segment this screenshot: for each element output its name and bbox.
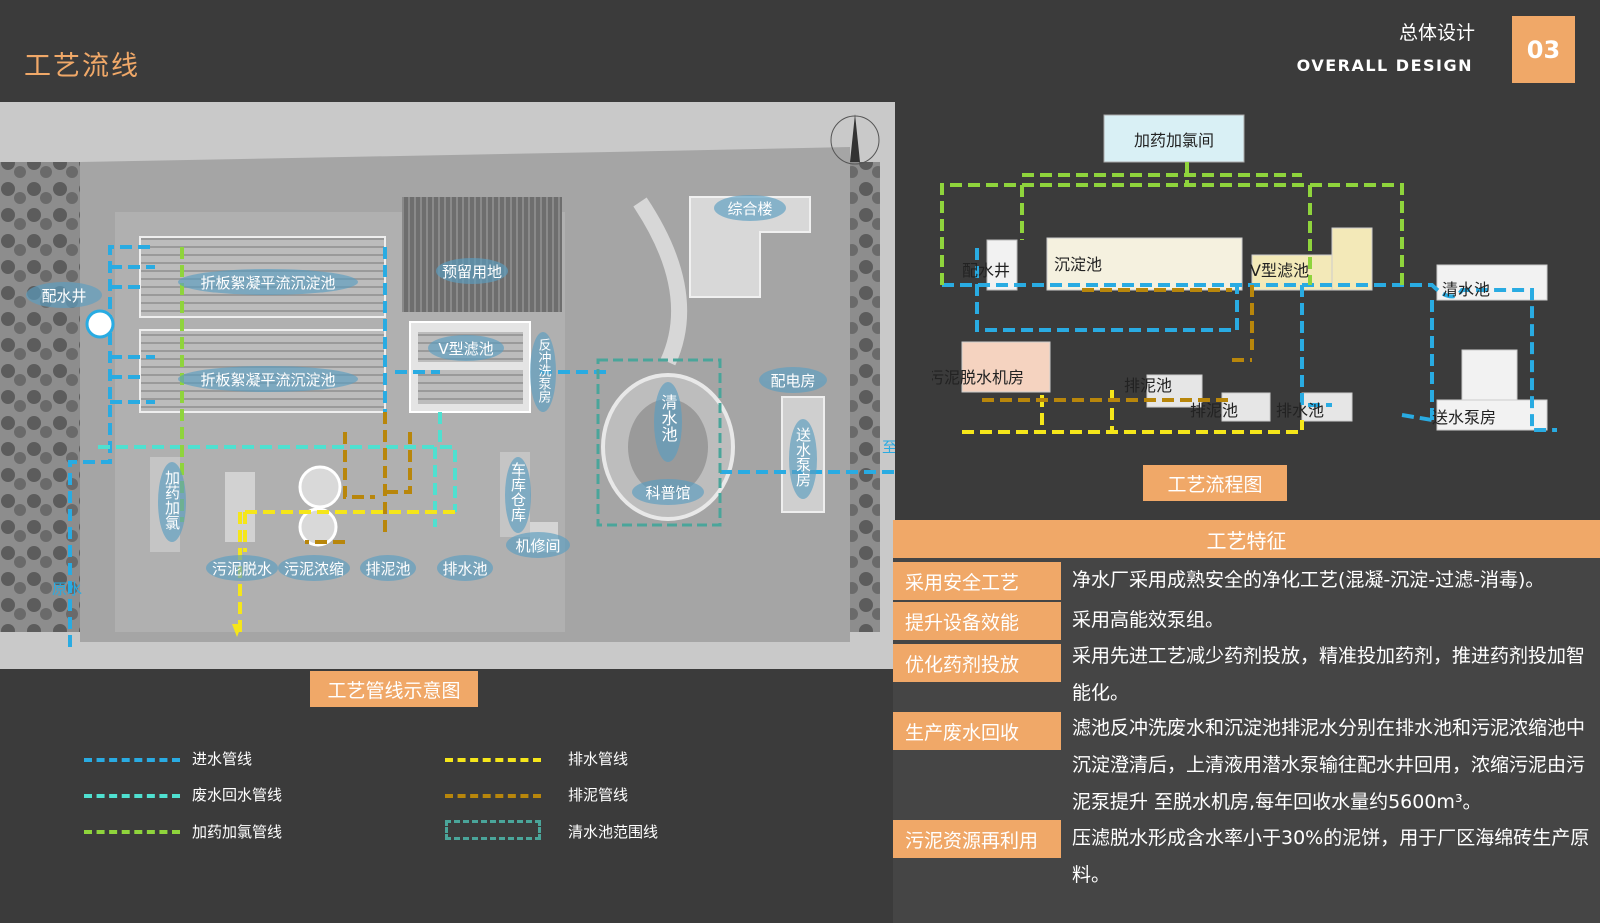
process-flow-diagram: 加药加氯间 配水井 沉淀池 V型滤池 清水池 污泥脱水机房 排泥池 排泥池 排水… bbox=[932, 114, 1557, 434]
flow-label-sludge-pool-1: 排泥池 bbox=[1124, 376, 1172, 395]
section-title-cn: 总体设计 bbox=[1398, 22, 1475, 44]
legend-sludge-line bbox=[445, 794, 541, 798]
legend-label-clear-pool: 清水池范围线 bbox=[568, 823, 659, 841]
label-distribution-well: 配水井 bbox=[41, 287, 86, 305]
label-reserved-land: 预留用地 bbox=[442, 263, 502, 281]
flow-label-delivery-pump-room: 送水泵房 bbox=[1432, 408, 1496, 427]
site-map-caption: 工艺管线示意图 bbox=[310, 671, 478, 707]
feature-text-equipment-efficiency: 采用高能效泵组。 bbox=[1072, 609, 1225, 631]
features-header: 工艺特征 bbox=[893, 520, 1600, 558]
label-sludge-thickening: 污泥浓缩 bbox=[284, 560, 344, 578]
feature-text-sludge-reuse: 压滤脱水形成含水率小于30%的泥饼，用于厂区海绵砖生产原料。 bbox=[1072, 827, 1590, 886]
label-settling-tank-1: 折板絮凝平流沉淀池 bbox=[200, 274, 335, 292]
flow-label-drain-pool: 排水池 bbox=[1276, 401, 1324, 420]
flow-label-v-filter: V型滤池 bbox=[1250, 261, 1309, 280]
legend-label-inlet: 进水管线 bbox=[192, 750, 253, 768]
feature-text-safe-process: 净水厂采用成熟安全的净化工艺(混凝-沉淀-过滤-消毒)。 bbox=[1072, 569, 1545, 591]
flow-label-distribution-well: 配水井 bbox=[962, 261, 1010, 280]
site-map: 配水井 折板絮凝平流沉淀池 折板絮凝平流沉淀池 预留用地 综合楼 V型滤池 反冲… bbox=[0, 102, 895, 669]
legend-chemical-line bbox=[84, 830, 180, 834]
label-raw-water: 原水 bbox=[52, 580, 82, 598]
legend-clear-pool-box bbox=[445, 820, 541, 840]
flow-label-chemical-room: 加药加氯间 bbox=[1134, 131, 1214, 150]
legend-inlet-line bbox=[84, 758, 180, 762]
flow-diagram-caption: 工艺流程图 bbox=[1143, 465, 1287, 501]
feature-label-dosing-optimization: 优化药剂投放 bbox=[893, 644, 1061, 682]
legend-label-wastewater: 废水回水管线 bbox=[192, 786, 283, 804]
label-garage-warehouse: 车库仓库 bbox=[509, 462, 527, 522]
label-drain-pool: 排水池 bbox=[442, 560, 487, 578]
section-title-en: OVERALL DESIGN bbox=[1296, 56, 1473, 75]
section-number-badge: 03 bbox=[1512, 16, 1575, 83]
legend-drain-line bbox=[445, 758, 541, 762]
legend-label-sludge: 排泥管线 bbox=[568, 786, 629, 804]
flow-label-sludge-pool-2: 排泥池 bbox=[1190, 401, 1238, 420]
feature-text-dosing-optimization: 采用先进工艺减少药剂投放，精准投加药剂，推进药剂投加智能化。 bbox=[1072, 645, 1586, 704]
label-repair-room: 机修间 bbox=[515, 537, 560, 555]
feature-label-equipment-efficiency: 提升设备效能 bbox=[893, 602, 1061, 640]
label-science-hall: 科普馆 bbox=[645, 484, 690, 502]
flow-label-settling-tank: 沉淀池 bbox=[1054, 255, 1102, 274]
label-v-filter: V型滤池 bbox=[438, 340, 493, 358]
label-to-municipal: 至市政管网 bbox=[882, 438, 895, 456]
legend-wastewater-line bbox=[84, 794, 180, 798]
label-office-building: 综合楼 bbox=[727, 200, 772, 218]
label-clear-water-pool: 清水池 bbox=[659, 394, 678, 442]
legend-label-chemical: 加药加氯管线 bbox=[192, 823, 283, 841]
label-sludge-dewatering: 污泥脱水 bbox=[212, 560, 272, 578]
feature-label-sludge-reuse: 污泥资源再利用 bbox=[893, 820, 1061, 858]
label-power-room: 配电房 bbox=[770, 372, 815, 390]
flow-label-sludge-dewatering-room: 污泥脱水机房 bbox=[932, 368, 1024, 387]
feature-text-wastewater-recovery: 滤池反冲洗废水和沉淀池排泥水分别在排水池和污泥浓缩池中沉淀澄清后，上清液用潜水泵… bbox=[1072, 717, 1586, 813]
label-delivery-pump-room: 送水泵房 bbox=[794, 427, 812, 487]
label-settling-tank-2: 折板絮凝平流沉淀池 bbox=[200, 371, 335, 389]
page-title: 工艺流线 bbox=[24, 51, 140, 82]
label-backwash-pump-room: 反冲洗泵房 bbox=[536, 338, 552, 403]
flow-label-clear-water-pool: 清水池 bbox=[1442, 280, 1490, 299]
feature-label-wastewater-recovery: 生产废水回收 bbox=[893, 712, 1061, 750]
legend-label-drain: 排水管线 bbox=[568, 750, 629, 768]
label-chemical-room: 加药加氯 bbox=[163, 470, 181, 530]
label-sludge-pool: 排泥池 bbox=[365, 560, 410, 578]
feature-label-safe-process: 采用安全工艺 bbox=[893, 562, 1061, 600]
